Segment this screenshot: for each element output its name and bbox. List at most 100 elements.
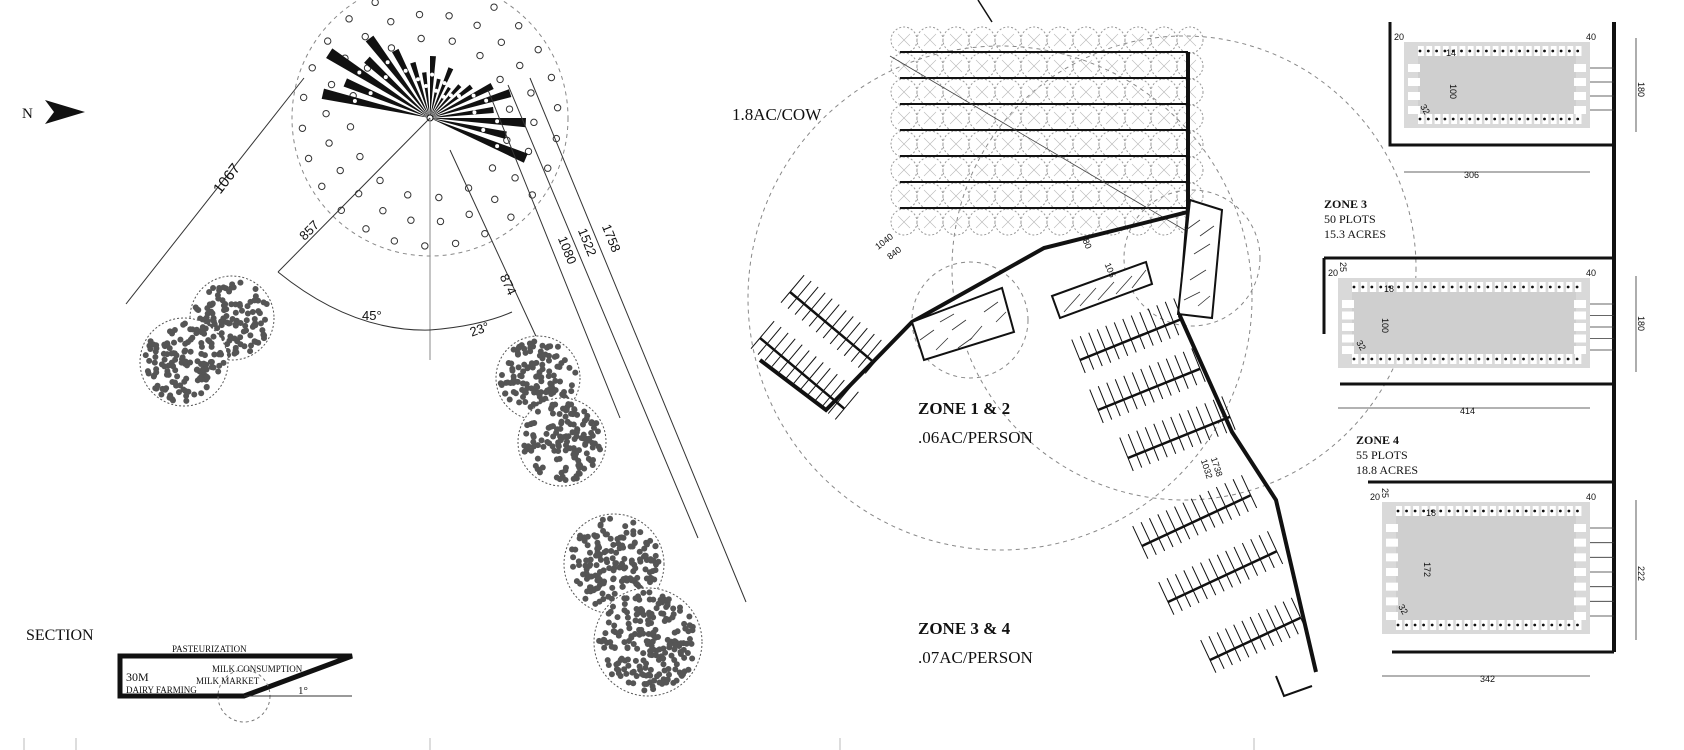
comb-tooth [1221,396,1231,417]
cluster-tree [568,410,575,417]
cluster-tree [221,307,228,314]
plot-marker [1426,49,1430,53]
comb-tooth [1283,625,1291,639]
plot-marker [1413,509,1417,513]
plot-marker [1476,117,1480,121]
cluster-tree [625,638,632,645]
cluster-tree [520,393,527,400]
pasture-cross [1157,163,1171,177]
cluster-tree [647,537,654,544]
orchard-tree [308,64,316,72]
block-fence [1388,22,1614,147]
comb-tooth [1258,636,1266,650]
plot-marker [1558,509,1562,513]
cluster-tree [679,671,686,678]
cluster-tree [231,335,238,342]
plot-marker [1516,509,1520,513]
fan-wedge [430,78,441,118]
comb-tooth [1191,372,1198,386]
cluster-tree [515,364,522,371]
pasture-leader-line [977,0,993,23]
comb-tooth [803,286,819,305]
north-arrow: N [22,100,85,124]
plot-marker [1526,49,1530,53]
cluster-tree [211,351,218,358]
cluster-tree [647,672,654,679]
fan-wedge [364,56,430,118]
plot [1342,300,1354,308]
comb-tooth [1234,570,1242,584]
b3-height: 222 [1636,566,1646,581]
comb-tooth [1209,582,1217,596]
orchard-tree [436,217,445,226]
cluster-tree [172,367,179,374]
cluster-tree [525,443,532,450]
cluster-tree [560,434,567,441]
cluster-tree [624,577,631,584]
pasture-cross [1027,59,1041,73]
cluster-tree [241,343,248,350]
pasture-cross [1105,163,1119,177]
pasture-cross [949,33,963,47]
pasture-density: 1.8AC/COW [732,105,822,124]
cluster-tree [158,391,165,398]
plot-marker [1477,357,1481,361]
cluster-tree [673,661,680,668]
comb-tooth [1221,420,1228,434]
comb-tooth [1140,392,1147,406]
cluster-tree [185,388,192,395]
plot-marker [1432,285,1436,289]
pasture-cross [1053,85,1067,99]
plot [1574,582,1586,591]
allotment-comb [1071,298,1188,374]
comb-tooth [778,361,789,373]
plot-marker [1447,509,1451,513]
comb-tooth [817,298,833,316]
plot-marker [1548,285,1552,289]
comb-tooth [1208,636,1219,657]
pasture-cross [1105,189,1119,203]
cluster-tree [606,565,613,572]
plot-marker [1459,357,1463,361]
allotment-comb [1200,597,1308,673]
radial-plan: 1067 857 874 1080 1522 1758 45° 23° [125,0,747,697]
cluster-tree [564,418,571,425]
cluster-tree [640,630,647,637]
plot [1342,346,1354,354]
plot-marker [1418,49,1422,53]
cluster-tree [556,455,563,462]
comb-tooth [1242,644,1250,658]
zone-4-acres: 18.8 ACRES [1356,463,1418,477]
spine-west [758,52,1190,413]
comb-tooth [1147,332,1154,346]
dim-1758: 1758 [599,222,624,254]
plot-marker [1396,509,1400,513]
fan-wedge [343,78,430,118]
comb-tooth [771,355,782,367]
orchard-tree [379,207,387,215]
comb-tooth [1157,514,1168,535]
comb-tooth [1182,502,1193,523]
plot [1386,538,1398,547]
cluster-tree [643,680,650,687]
cluster-tree [623,529,630,536]
pasture-cross [1157,111,1171,125]
comb-tooth [1182,351,1192,373]
cluster-tree [534,442,541,449]
cluster-tree [590,424,597,431]
hatched-plots [910,198,1224,362]
cluster-tree [632,565,639,572]
pasture-cross [1053,189,1067,203]
comb-tooth [780,291,791,304]
cluster-tree [570,563,577,570]
tree-cluster [593,587,703,697]
cluster-tree [554,363,561,370]
plot-marker [1551,117,1555,121]
b1-depth: 100 [1448,84,1458,99]
comb-tooth [1187,409,1197,431]
cluster-tree [257,320,264,327]
cluster-tree [625,679,632,686]
cluster-tree [516,399,523,406]
fan-dot [434,88,439,93]
cluster-tree [632,617,639,624]
